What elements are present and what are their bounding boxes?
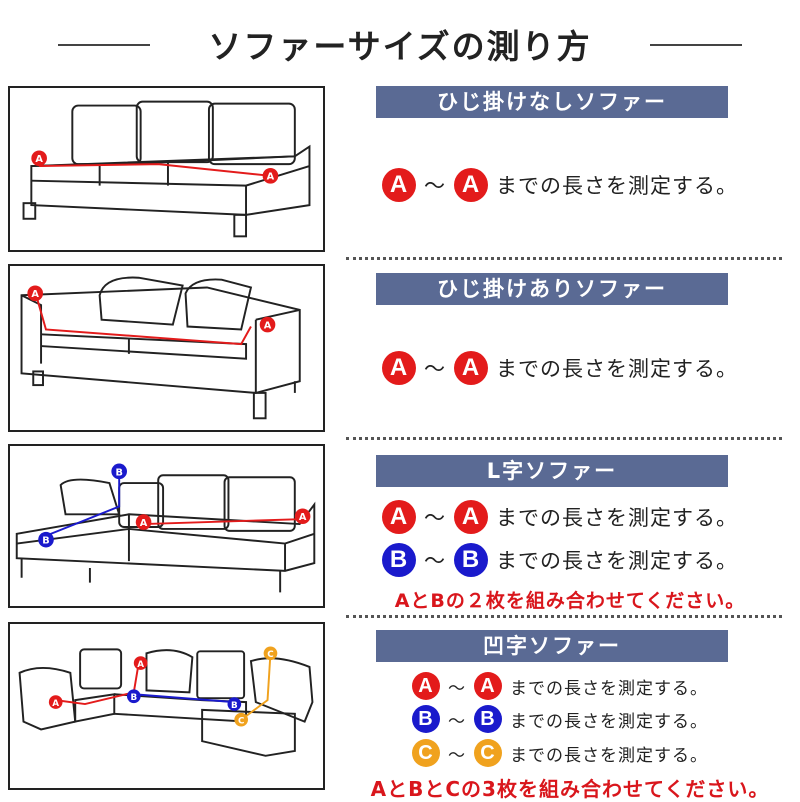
svg-text:A: A [137,660,144,670]
tilde: ～ [424,357,446,381]
tilde: ～ [448,711,466,732]
svg-text:A: A [31,289,39,300]
measure-text: までの長さを測定する。 [510,745,708,766]
svg-text:A: A [267,172,275,183]
badge-a: A [454,168,488,202]
badge-c: C [474,739,502,767]
badge-a: A [382,351,416,385]
svg-text:B: B [231,701,238,711]
page-title: ソファーサイズの測り方 [208,27,592,66]
measure-text: までの長さを測定する。 [496,549,738,573]
svg-text:A: A [140,518,148,529]
title-rule-right [650,44,742,46]
tilde: ～ [448,745,466,766]
badge-b: B [382,543,416,577]
u-shaped-sofa-heading: 凹字ソファー [376,630,728,662]
badge-b: B [412,705,440,733]
badge-a: A [412,672,440,700]
measure-row-a: A ～ A までの長さを測定する。 [340,672,780,700]
divider [346,257,782,260]
svg-text:C: C [267,650,273,660]
l-shaped-sofa-illustration: B B A A [8,444,325,608]
badge-b: B [474,705,502,733]
measure-text: までの長さを測定する。 [496,357,738,381]
badge-c: C [412,739,440,767]
badge-a: A [454,500,488,534]
svg-text:B: B [115,467,122,478]
svg-text:A: A [52,699,59,709]
svg-text:A: A [35,154,43,165]
svg-text:A: A [264,320,272,331]
measure-row-a: A ～ A までの長さを測定する。 [340,500,780,534]
title-rule-left [58,44,150,46]
badge-a: A [382,500,416,534]
svg-text:B: B [130,693,137,703]
measure-row-b: B ～ B までの長さを測定する。 [340,705,780,733]
armed-sofa-illustration: A A [8,264,325,432]
measure-row-a: A ～ A までの長さを測定する。 [340,168,780,202]
measure-text: までの長さを測定する。 [510,678,708,699]
tilde: ～ [424,506,446,530]
divider [346,437,782,440]
combine-note: AとBの２枚を組み合わせてください。 [394,590,746,612]
svg-text:A: A [299,512,307,523]
armed-sofa-heading: ひじ掛けありソファー [376,273,728,305]
badge-a: A [454,351,488,385]
u-shaped-sofa-illustration: A A B B C C [8,622,325,790]
badge-b: B [454,543,488,577]
l-shaped-sofa-heading: L字ソファー [376,455,728,487]
measure-text: までの長さを測定する。 [496,174,738,198]
badge-a: A [474,672,502,700]
tilde: ～ [424,174,446,198]
measure-text: までの長さを測定する。 [496,506,738,530]
measure-row-c: C ～ C までの長さを測定する。 [340,739,780,767]
tilde: ～ [424,549,446,573]
measure-row-b: B ～ B までの長さを測定する。 [340,543,780,577]
badge-a: A [382,168,416,202]
combine-note: AとBとCの3枚を組み合わせてください。 [370,777,770,801]
tilde: ～ [448,678,466,699]
svg-text:B: B [42,536,49,547]
measure-text: までの長さを測定する。 [510,711,708,732]
svg-text:C: C [238,717,244,727]
armless-sofa-illustration: A A [8,86,325,252]
armless-sofa-heading: ひじ掛けなしソファー [376,86,728,118]
measure-row-a: A ～ A までの長さを測定する。 [340,351,780,385]
divider [346,615,782,618]
